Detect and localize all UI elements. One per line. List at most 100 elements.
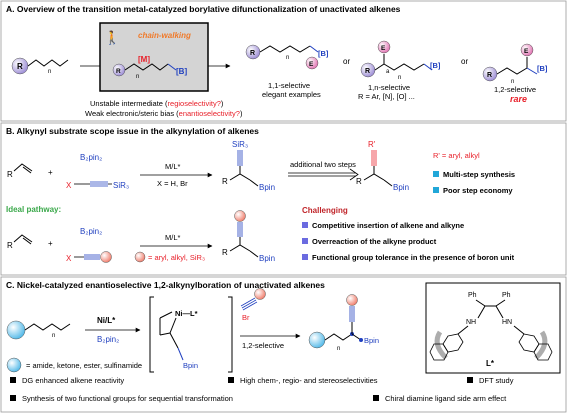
b2pin2-b2: B₂pin₂ [80,227,102,236]
svg-text:HN: HN [502,319,512,326]
product-1-2: R n E [B] 1,2-selective rare [482,43,548,104]
feature-3: DFT study [479,376,514,385]
section-c-title: C. Nickel-catalyzed enantioselective 1,2… [6,280,325,290]
b2pin2-c: B₂pin₂ [97,335,119,344]
challenge-bullet-2 [302,238,308,244]
svg-text:n: n [48,69,51,75]
drawback-2: Poor step economy [443,186,513,195]
svg-text:R: R [116,68,121,75]
dg-definition: = amide, ketone, ester, sulfinamide [26,361,142,370]
svg-text:Br: Br [242,313,250,322]
svg-text:R = Ar, [N], [O] ...: R = Ar, [N], [O] ... [358,92,415,101]
product-b1-final: R R' Bpin [356,140,409,192]
unstable-line: Unstable intermediate (regioselectivity?… [90,99,224,108]
svg-text:[M]: [M] [138,55,150,64]
product-b2: R Bpin [222,210,275,263]
svg-text:R: R [356,177,362,186]
bromoalkyne-c: Br [240,288,266,322]
additional-steps: additional two steps [290,160,356,169]
alkyne-reagent-b1: X SiR₃ [66,181,129,190]
svg-text:n: n [337,346,340,352]
drawback-bullet-2 [433,187,439,193]
svg-text:R: R [17,62,23,71]
feature-2: High chem-, regio- and stereoselectiviti… [240,376,378,385]
svg-text:R': R' [368,140,376,149]
svg-text:Bpin: Bpin [183,361,198,370]
svg-text:chain-walking: chain-walking [138,31,191,40]
svg-text:X: X [66,254,72,263]
section-c-frame [0,276,567,413]
svg-text:R: R [250,50,255,57]
svg-text:Bpin: Bpin [259,183,275,192]
svg-text:n: n [511,79,514,85]
challenge-bullet-3 [302,254,308,260]
svg-text:n: n [398,75,401,81]
b2pin2-b1: B₂pin₂ [80,153,102,162]
challenge-1: Competitive insertion of alkene and alky… [312,221,464,230]
svg-text:R: R [487,72,492,79]
svg-text:1,2-selective: 1,2-selective [494,85,536,94]
svg-text:a: a [386,69,390,75]
svg-text:E: E [381,45,386,52]
drawback-1: Multi-step synthesis [443,170,515,179]
catalyst-b1: M/L* [165,162,181,171]
section-b-title: B. Alkynyl substrate scope issue in the … [6,126,259,136]
svg-text:[B]: [B] [318,49,329,58]
product-1-n: R E a n [B] 1,n-selective R = Ar, [N], [… [358,40,441,101]
alkene-b2: R [7,234,33,250]
feature-bullet-5 [373,395,379,401]
svg-text:[B]: [B] [176,67,187,76]
challenge-2: Overreaction of the alkyne product [312,237,437,246]
catalyst-c: Ni/L* [97,316,116,325]
svg-text:SiR₃: SiR₃ [113,181,129,190]
svg-text:E: E [524,48,529,55]
svg-text:[B]: [B] [537,64,548,73]
nickel-intermediate: Ni—L* Bpin [149,296,233,373]
alkene-b1: R [7,163,33,179]
feature-bullet-1 [10,377,16,383]
svg-text:rare: rare [510,94,527,104]
or-2: or [461,57,468,66]
svg-text:SiR₃: SiR₃ [232,140,248,149]
double-arrow-b1 [288,168,359,181]
feature-bullet-3 [467,377,473,383]
svg-text:NH: NH [466,319,476,326]
svg-text:Bpin: Bpin [259,254,275,263]
svg-text:1,1-selective: 1,1-selective [268,81,310,90]
svg-text:R: R [222,177,228,186]
feature-4: Synthesis of two functional groups for s… [22,394,233,403]
ligand-box: Ph Ph NH HN L* [425,282,561,374]
svg-text:Ph: Ph [502,292,511,299]
svg-text:R: R [7,170,13,179]
svg-text:Bpin: Bpin [364,336,379,345]
drawback-bullet-1 [433,171,439,177]
svg-text:L*: L* [486,359,495,368]
svg-text:R: R [222,248,228,257]
ideal-pathway-label: Ideal pathway: [6,205,61,214]
alkyne-reagent-b2: X [66,251,112,263]
dg-ball-legend [6,357,22,373]
ideal-def: = aryl, alkyl, SiR₃ [148,253,205,262]
conditions-b1: X = H, Br [157,179,188,188]
challenge-bullet-1 [302,222,308,228]
svg-text:[B]: [B] [430,61,441,70]
product-c: n Bpin [308,294,379,352]
catalyst-b2: M/L* [165,233,181,242]
intermediate-box: 🚶 chain-walking R [M] n [B] [99,22,209,92]
section-a-frame [0,0,567,122]
r-prime-def: R' = aryl, alkyl [433,151,480,160]
section-b-frame [0,122,567,276]
feature-1: DG enhanced alkene reactivity [22,376,124,385]
challenge-3: Functional group tolerance in the presen… [312,253,515,262]
plus-b1: + [48,168,53,177]
svg-text:X: X [66,181,72,190]
svg-text:1,n-selective: 1,n-selective [368,83,410,92]
feature-bullet-2 [228,377,234,383]
substrate-c: n [6,320,71,340]
product-b1: R SiR₃ Bpin [222,140,275,192]
svg-text:Bpin: Bpin [393,183,409,192]
section-a-title: A. Overview of the transition metal-cata… [6,4,401,14]
ball-legend-b2 [134,251,146,263]
feature-bullet-4 [10,395,16,401]
challenging-title: Challenging [302,206,348,215]
